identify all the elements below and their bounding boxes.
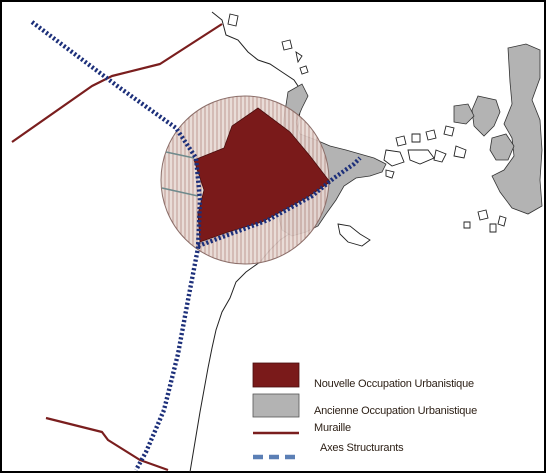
legend-swatch-old-urban [252,393,300,418]
new-urban-occupation-area [193,107,331,243]
legend-label-old-urban: Ancienne Occupation Urbanistique [314,405,477,417]
island-small-right [453,103,475,125]
islets [227,13,507,247]
inner-circle-lines [161,151,199,197]
legend: Nouvelle Occupation Urbanistique Ancienn… [248,360,508,468]
legend-label-new-urban: Nouvelle Occupation Urbanistique [314,378,474,390]
island-lower-right [489,133,515,161]
island-middle-right [471,95,501,137]
legend-swatch-new-urban [252,362,300,388]
legend-label-axes: Axes Structurants [320,442,404,454]
muraille-lines [11,23,223,472]
island-large-right [491,43,543,215]
axes-structurants [30,20,362,472]
legend-label-muraille: Muraille [314,422,351,434]
